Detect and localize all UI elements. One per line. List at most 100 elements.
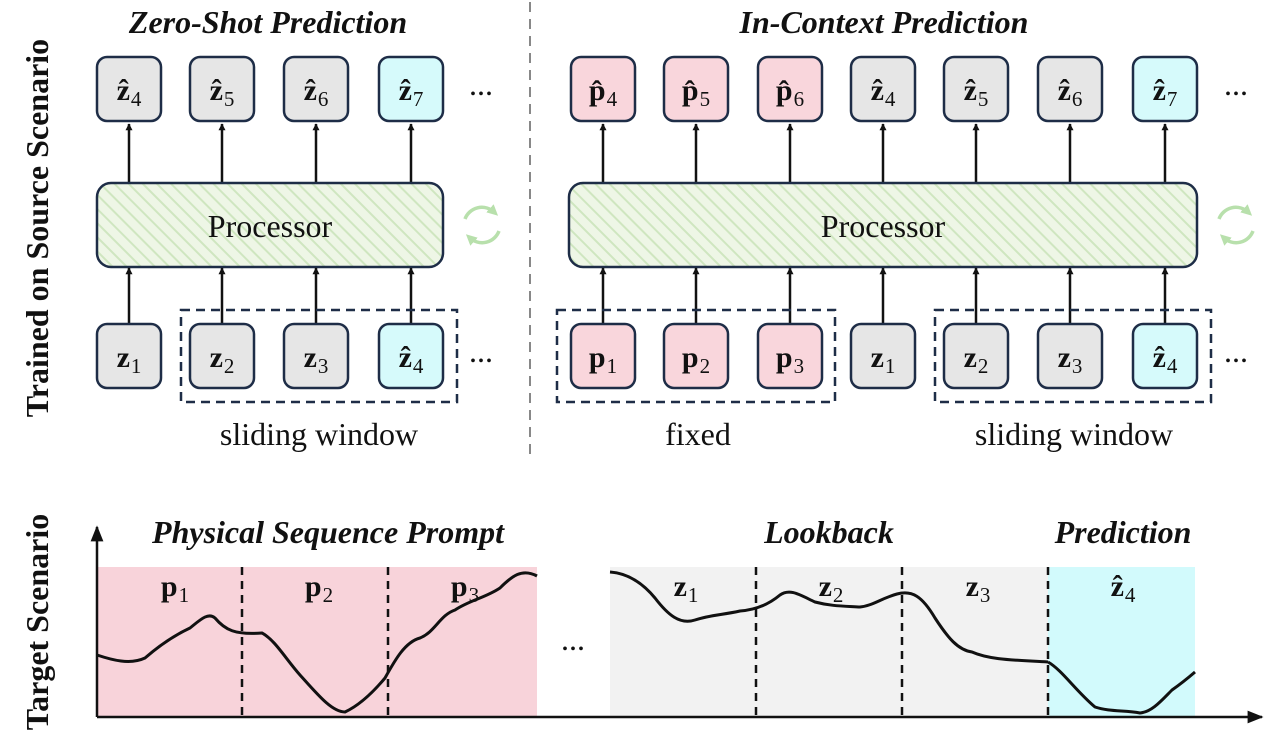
in-context-output-token: p̂4: [569, 55, 637, 123]
in-context-input-token-box: [849, 322, 917, 390]
zero-shot-in-arrows: [125, 267, 415, 324]
zero-shot-output-token: ẑ4: [95, 55, 163, 123]
in-context-up-arrows: [599, 123, 1169, 183]
in-context-input-token-label: z3: [1058, 341, 1083, 378]
zero-shot-input-token-label: z2: [210, 341, 235, 378]
side-label-target: Target Scenario: [19, 514, 55, 731]
in-context-output-token-label-symbol: ẑ: [964, 74, 977, 107]
in-context-input-token-label-symbol: p: [776, 341, 793, 374]
in-context-input-token: z3: [1036, 322, 1104, 390]
prediction-title: Prediction: [1054, 514, 1192, 550]
zero-shot-output-token-label: ẑ4: [117, 74, 142, 111]
zero-shot-output-token-label-subscript: 6: [318, 87, 329, 111]
prompt-title: Physical Sequence Prompt: [151, 514, 505, 550]
in-context-refresh-icon: [1217, 204, 1255, 246]
prompt-segment-label-subscript: 1: [179, 583, 190, 607]
in-context-input-token-box: [1131, 322, 1199, 390]
in-context-fixed-window: [555, 308, 837, 404]
zero-shot-input-token-label-subscript: 3: [318, 354, 329, 378]
in-context-output-token-label-symbol: ẑ: [1058, 74, 1071, 107]
lookback-region: [610, 567, 1048, 717]
in-context-input-token-label-subscript: 2: [700, 354, 711, 378]
in-context-output-token-box: [942, 55, 1010, 123]
prediction-segment-label: ẑ4: [1111, 570, 1136, 607]
zero-shot-output-token: ẑ7: [377, 55, 445, 123]
in-context-output-token: ẑ5: [942, 55, 1010, 123]
in-context-output-token-label: ẑ7: [1153, 74, 1178, 111]
zero-shot-input-token-label-symbol: ẑ: [399, 341, 412, 374]
in-context-output-ellipsis: ...: [1224, 66, 1248, 102]
in-context-input-token: z2: [942, 322, 1010, 390]
signal-curve-prompt: [96, 571, 538, 714]
in-context-output-token-box: [662, 55, 730, 123]
in-context-input-token-label-subscript: 3: [1072, 354, 1083, 378]
zero-shot-title: Zero-Shot Prediction: [128, 4, 407, 40]
zero-shot-input-token-label: z1: [117, 341, 142, 378]
in-context-input-token-label-subscript: 1: [885, 354, 896, 378]
in-context-output-token-label-symbol: p̂: [776, 74, 793, 107]
prompt-segment-label: p1: [161, 570, 189, 607]
zero-shot-input-token-label: ẑ4: [399, 341, 424, 378]
zero-shot-output-token-label: ẑ5: [210, 74, 235, 111]
zero-shot-input-token-label-subscript: 2: [224, 354, 235, 378]
in-context-input-token-label-subscript: 4: [1167, 354, 1178, 378]
in-context-output-token-box: [756, 55, 824, 123]
side-label-source: Trained on Source Scenario: [19, 39, 55, 417]
zero-shot-input-token-box: [188, 322, 256, 390]
in-context-input-token-label-symbol: ẑ: [1153, 341, 1166, 374]
zero-shot-output-ellipsis: ...: [469, 66, 493, 102]
in-context-fixed-label: fixed: [665, 416, 731, 452]
zero-shot-input-token-label-subscript: 4: [413, 354, 424, 378]
zero-shot-output-token-label-subscript: 4: [131, 87, 142, 111]
in-context-input-token-label-symbol: p: [589, 341, 606, 374]
zero-shot-input-token-label: z3: [304, 341, 329, 378]
in-context-in-arrows: [599, 267, 1169, 324]
in-context-input-token-box: [756, 322, 824, 390]
in-context-output-token: ẑ4: [849, 55, 917, 123]
signal-curve-lookback: [609, 570, 1049, 664]
in-context-output-token-label-symbol: p̂: [682, 74, 699, 107]
in-context-processor-label: Processor: [821, 208, 946, 244]
in-context-output-token-label-symbol: ẑ: [871, 74, 884, 107]
in-context-input-token: p3: [756, 322, 824, 390]
zero-shot-output-token-box: [282, 55, 350, 123]
prompt-segment-label-symbol: p: [161, 570, 178, 603]
in-context-input-token-label-symbol: z: [964, 341, 977, 374]
in-context-output-token: ẑ6: [1036, 55, 1104, 123]
zero-shot-input-token: z3: [282, 322, 350, 390]
in-context-input-token-label: p2: [682, 341, 710, 378]
in-context-sliding-window: [933, 308, 1213, 404]
in-context-output-token-label: p̂4: [589, 74, 618, 111]
in-context-input-token-label: z2: [964, 341, 989, 378]
target-scenario-panel: Physical Sequence Prompt Lookback Predic…: [90, 514, 1264, 724]
prediction-segment-label-subscript: 4: [1125, 583, 1136, 607]
in-context-output-token-label-subscript: 5: [978, 87, 989, 111]
in-context-input-token-label-subscript: 3: [794, 354, 805, 378]
in-context-input-token-label: p3: [776, 341, 804, 378]
in-context-input-token: p2: [662, 322, 730, 390]
zero-shot-output-token: ẑ6: [282, 55, 350, 123]
zero-shot-output-token-box: [95, 55, 163, 123]
in-context-output-token-label: p̂5: [682, 74, 710, 111]
zero-shot-input-token-box: [95, 322, 163, 390]
in-context-input-token-box: [1036, 322, 1104, 390]
in-context-output-token-label-subscript: 4: [885, 87, 896, 111]
zero-shot-input-token-label-symbol: z: [210, 341, 223, 374]
in-context-input-token-label: ẑ4: [1153, 341, 1178, 378]
in-context-output-token-label: ẑ4: [871, 74, 896, 111]
zero-shot-output-token-label: ẑ6: [304, 74, 329, 111]
zero-shot-input-token: z1: [95, 322, 163, 390]
in-context-output-token-label: p̂6: [776, 74, 804, 111]
zero-shot-outputs: ẑ4 ẑ5 ẑ6 ẑ7: [95, 55, 445, 123]
in-context-output-token-box: [849, 55, 917, 123]
in-context-output-token-box: [1036, 55, 1104, 123]
prompt-segment-label-symbol: p: [305, 570, 322, 603]
zero-shot-processor-label: Processor: [208, 208, 333, 244]
lookback-segment-label-subscript: 1: [688, 583, 699, 607]
